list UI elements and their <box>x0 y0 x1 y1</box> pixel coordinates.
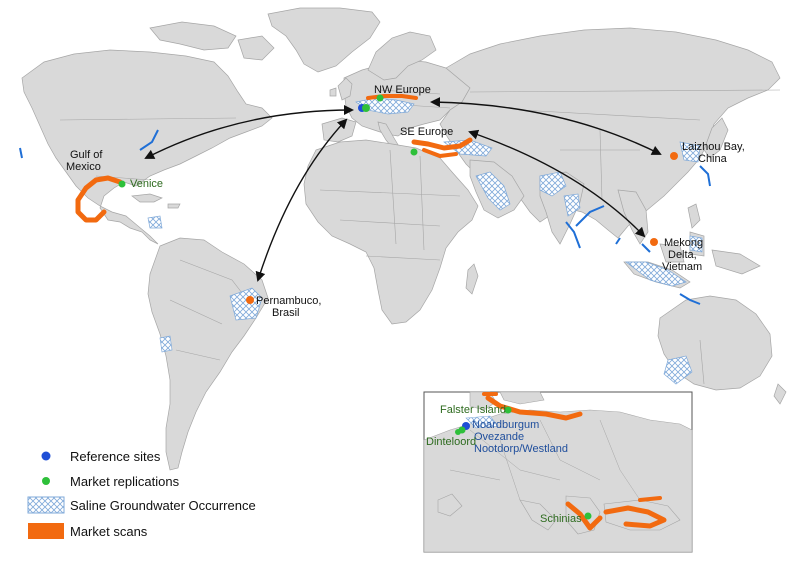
site-markers <box>118 94 418 188</box>
label-pernambuco-2: Brasil <box>272 307 300 319</box>
label-pernambuco-1: Pernambuco, <box>256 295 321 307</box>
greenland <box>267 7 381 73</box>
map-labels: Gulf of Mexico Venice NW Europe SE Europ… <box>66 84 745 319</box>
legend-reference-sites-label: Reference sites <box>70 449 161 464</box>
legend-market-replications-swatch <box>42 477 50 485</box>
british-isles <box>337 77 353 101</box>
connection-arrows <box>144 97 662 282</box>
label-mekong-1: Mekong <box>664 237 703 249</box>
market-scan-mekong <box>650 238 658 246</box>
inset-label-schinias: Schinias <box>540 513 582 525</box>
inset-label-falster: Falster Island <box>440 404 506 416</box>
inset-market-replication-schinias <box>584 512 592 520</box>
inset-map: Falster Island Noardburgum Ovezande Noot… <box>423 391 693 553</box>
south-america <box>147 237 269 471</box>
market-scan-nw-europe <box>366 94 418 100</box>
legend-reference-sites-swatch <box>41 451 51 461</box>
inset-label-ovezande: Ovezande <box>474 431 524 443</box>
label-laizhou-1: Laizhou Bay, <box>682 141 745 153</box>
market-scan-gulf-of-mexico <box>75 175 123 223</box>
north-america <box>21 49 273 245</box>
inset-market-scan-north <box>485 395 583 421</box>
arctic-islands <box>149 21 237 51</box>
legend-saline-groundwater-swatch <box>27 496 65 514</box>
inset-label-noardburgum: Noardburgum <box>472 419 539 431</box>
market-replication-falster <box>376 94 384 102</box>
inset-label-dinteloord: Dinteloord <box>426 436 476 448</box>
scandinavia <box>367 31 437 81</box>
market-scan-points <box>246 152 678 304</box>
label-laizhou-2: China <box>698 153 728 165</box>
arrow-europe-vietnam <box>468 129 646 238</box>
label-gulf-of-mexico-1: Gulf of <box>70 149 103 161</box>
label-mekong-3: Vietnam <box>662 261 702 273</box>
market-scan-laizhou <box>670 152 678 160</box>
japan <box>703 117 729 159</box>
inset-market-scan-south <box>565 501 603 531</box>
legend-market-replications-label: Market replications <box>70 474 180 489</box>
inset-market-replication-dinteloord <box>455 429 461 435</box>
market-replication-nw-europe <box>362 104 370 112</box>
label-mekong-2: Delta, <box>668 249 697 261</box>
label-venice: Venice <box>130 178 163 190</box>
market-replication-se-europe <box>410 148 418 156</box>
arrow-europe-gulf <box>144 105 354 159</box>
legend-saline-groundwater-label: Saline Groundwater Occurrence <box>70 498 256 513</box>
label-nw-europe: NW Europe <box>374 84 431 96</box>
label-gulf-of-mexico-2: Mexico <box>66 161 101 173</box>
iberia <box>321 117 357 143</box>
market-scan-pernambuco <box>246 296 254 304</box>
arrow-europe-brasil <box>255 118 348 282</box>
inset-label-nootdorp: Nootdorp/Westland <box>474 443 568 455</box>
inset-market-replication-falster <box>504 406 512 414</box>
market-replication-venice <box>118 180 126 188</box>
legend-market-scans-label: Market scans <box>70 524 148 539</box>
legend-market-scans-swatch <box>28 523 64 539</box>
label-se-europe: SE Europe <box>400 126 453 138</box>
legend: Reference sites Market replications Sali… <box>27 449 256 539</box>
